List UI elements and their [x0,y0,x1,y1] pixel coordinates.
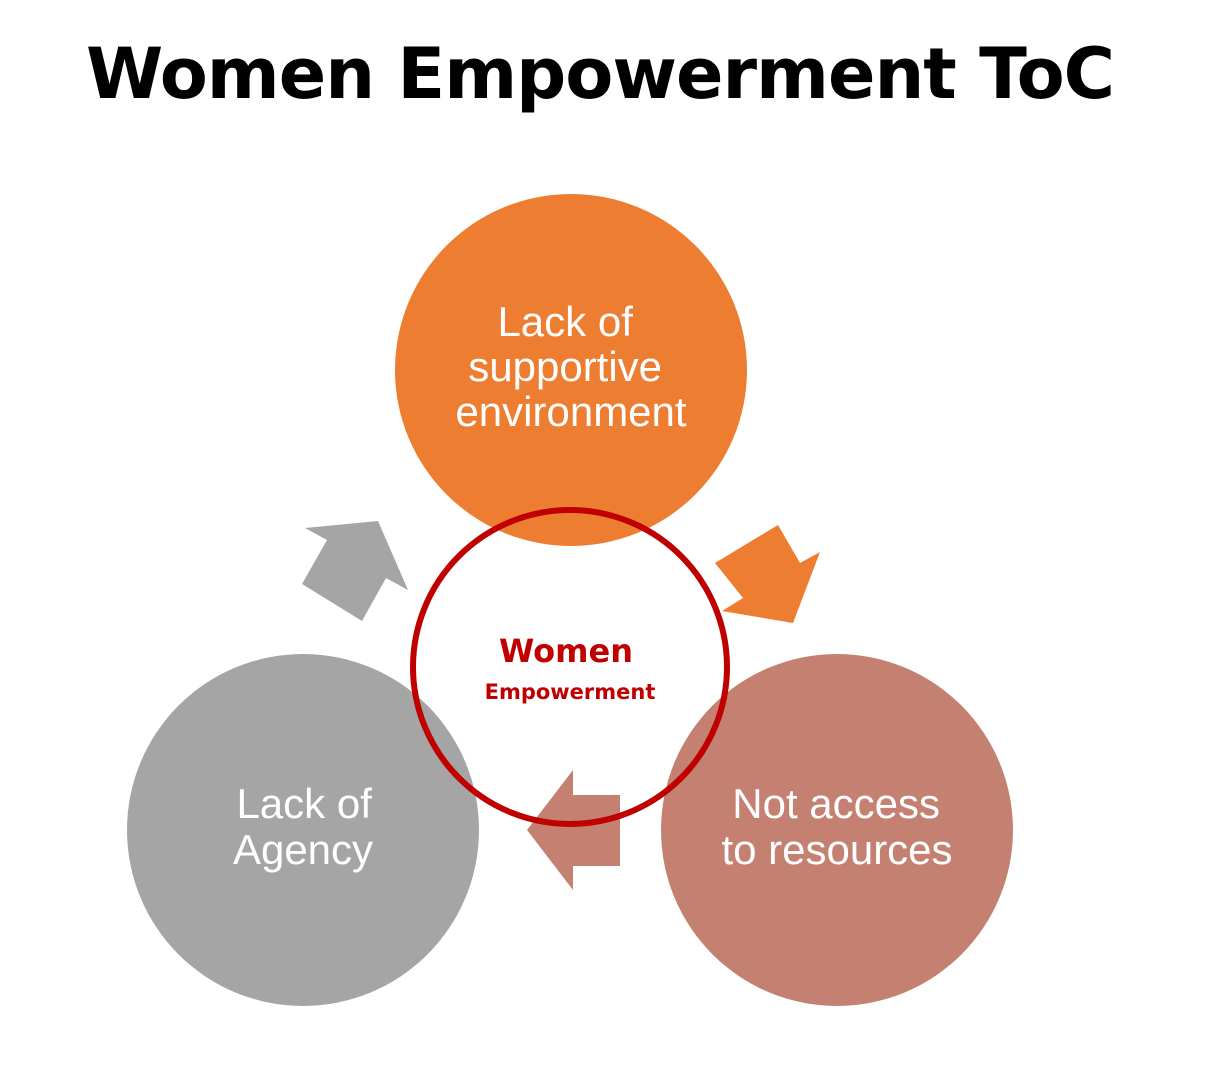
svg-text:Not access to resources: Not access to resources [721,780,952,873]
center-circle [410,507,730,827]
arrow-resources-to-agency [527,770,620,890]
node-resources: Not access to resources [661,654,1013,1006]
node-top-line1: Lack of [497,298,633,345]
node-supportive-environment: Lack of supportive environment [395,194,747,546]
node-resources-circle [661,654,1013,1006]
node-left-line2: Agency [233,826,373,873]
arrow-agency-to-environment [302,521,408,621]
node-women-empowerment: Women Empowerment [410,507,730,827]
node-right-line2: to resources [721,826,952,873]
page-title: Women Empowerment ToC [86,33,1115,115]
node-top-line3: environment [455,388,686,435]
node-left-line1: Lack of [236,780,372,827]
svg-text:Lack of Agency: Lack of Agency [233,780,384,873]
node-right-line1: Not access [732,780,940,827]
center-label-sub: Empowerment [485,680,656,704]
node-agency: Lack of Agency [127,654,479,1006]
svg-text:Lack of supportive: Lack of supportive environment [455,298,686,435]
center-label-main: Women [499,632,633,670]
arrow-environment-to-resources [715,525,820,623]
node-top-line2: supportive [468,343,662,390]
node-supportive-environment-circle [395,194,747,546]
node-agency-circle [127,654,479,1006]
